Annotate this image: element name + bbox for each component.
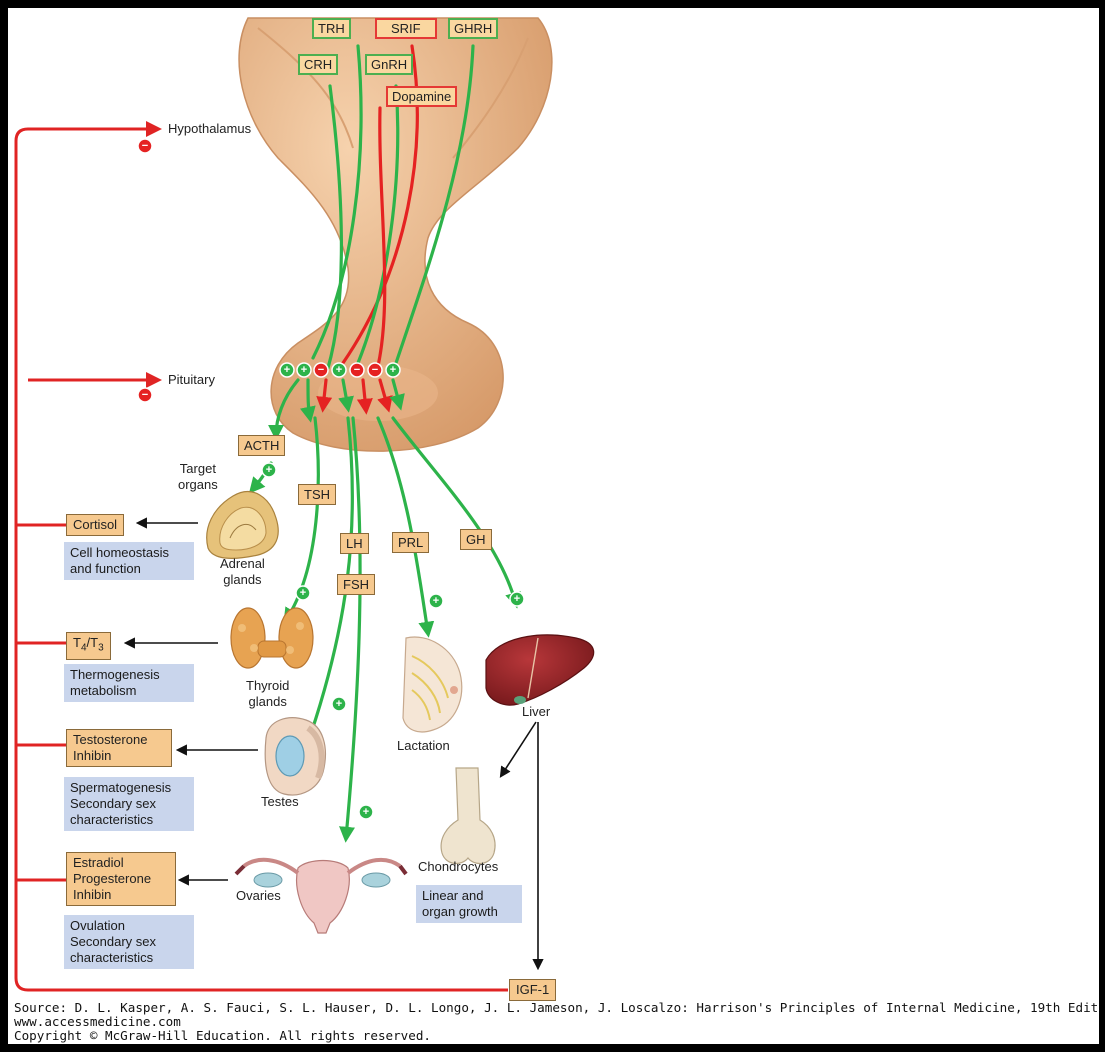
t3-label: /T bbox=[87, 635, 99, 650]
testes-label: Testes bbox=[261, 794, 299, 810]
target-organs-label: Target organs bbox=[178, 461, 218, 493]
minus-icon: − bbox=[352, 363, 362, 377]
gh-label: GH bbox=[460, 529, 492, 550]
adrenal-gland-illustration bbox=[207, 492, 279, 559]
cortisol-box: Cortisol bbox=[66, 514, 124, 536]
lactation-label: Lactation bbox=[397, 738, 450, 754]
plus-icon: + bbox=[298, 586, 308, 600]
plus-icon: + bbox=[299, 363, 309, 377]
plus-icon: + bbox=[512, 592, 522, 606]
feedback-minus-badges bbox=[138, 139, 152, 402]
testosterone-inhibin-box: Testosterone Inhibin bbox=[66, 729, 172, 767]
ovaries-label: Ovaries bbox=[236, 888, 281, 904]
source-citation: Source: D. L. Kasper, A. S. Fauci, S. L.… bbox=[14, 1001, 1099, 1015]
minus-icon: − bbox=[370, 363, 380, 377]
dopamine-label: Dopamine bbox=[386, 86, 457, 107]
gnrh-label: GnRH bbox=[365, 54, 413, 75]
cell-homeostasis-box: Cell homeostasis and function bbox=[64, 542, 194, 580]
linear-growth-box: Linear and organ growth bbox=[416, 885, 522, 923]
t4-label: T bbox=[73, 635, 81, 650]
minus-icon: − bbox=[140, 388, 150, 402]
feedback-arrowhead-pituitary bbox=[146, 372, 162, 388]
ovulation-box: Ovulation Secondary sex characteristics bbox=[64, 915, 194, 969]
liver-label: Liver bbox=[522, 704, 550, 720]
ghrh-label: GHRH bbox=[448, 18, 498, 39]
spermatogenesis-box: Spermatogenesis Secondary sex characteri… bbox=[64, 777, 194, 831]
thyroid-gland-illustration bbox=[231, 608, 313, 668]
chondrocytes-label: Chondrocytes bbox=[418, 859, 498, 875]
thyroid-glands-label: Thyroid glands bbox=[246, 678, 289, 710]
pituitary-label: Pituitary bbox=[168, 372, 215, 387]
copyright-notice: Copyright © McGraw-Hill Education. All r… bbox=[14, 1029, 431, 1043]
igf1-box: IGF-1 bbox=[509, 979, 556, 1001]
lh-label: LH bbox=[340, 533, 369, 554]
tsh-label: TSH bbox=[298, 484, 336, 505]
hypothalamus-label: Hypothalamus bbox=[168, 121, 251, 136]
thermogenesis-box: Thermogenesis metabolism bbox=[64, 664, 194, 702]
trh-label: TRH bbox=[312, 18, 351, 39]
testes-illustration bbox=[265, 718, 325, 795]
plus-icon: + bbox=[431, 594, 441, 608]
plus-icon: + bbox=[282, 363, 292, 377]
plus-icon: + bbox=[388, 363, 398, 377]
adrenal-glands-label: Adrenal glands bbox=[220, 556, 265, 588]
plus-icon: + bbox=[264, 463, 274, 477]
minus-icon: − bbox=[140, 139, 150, 153]
t4-t3-box: T4/T3 bbox=[66, 632, 111, 660]
plus-icon: + bbox=[361, 805, 371, 819]
prl-label: PRL bbox=[392, 532, 429, 553]
bone-illustration bbox=[441, 768, 495, 863]
srif-label: SRIF bbox=[375, 18, 437, 39]
feedback-arrowhead-hypothalamus bbox=[146, 121, 162, 137]
minus-icon: − bbox=[316, 363, 326, 377]
breast-illustration bbox=[403, 637, 462, 732]
crh-label: CRH bbox=[298, 54, 338, 75]
liver-illustration bbox=[486, 635, 594, 705]
diagram-frame: { "hypothalamic_hormones": { "trh": "TRH… bbox=[8, 8, 1099, 1044]
fsh-label: FSH bbox=[337, 574, 375, 595]
plus-icon: + bbox=[334, 697, 344, 711]
estradiol-progesterone-inhibin-box: Estradiol Progesterone Inhibin bbox=[66, 852, 176, 906]
t3-subscript: 3 bbox=[98, 643, 104, 654]
plus-icon: + bbox=[334, 363, 344, 377]
source-website: www.accessmedicine.com bbox=[14, 1015, 181, 1029]
acth-label: ACTH bbox=[238, 435, 285, 456]
arrow-liver-chondrocytes bbox=[501, 722, 536, 776]
